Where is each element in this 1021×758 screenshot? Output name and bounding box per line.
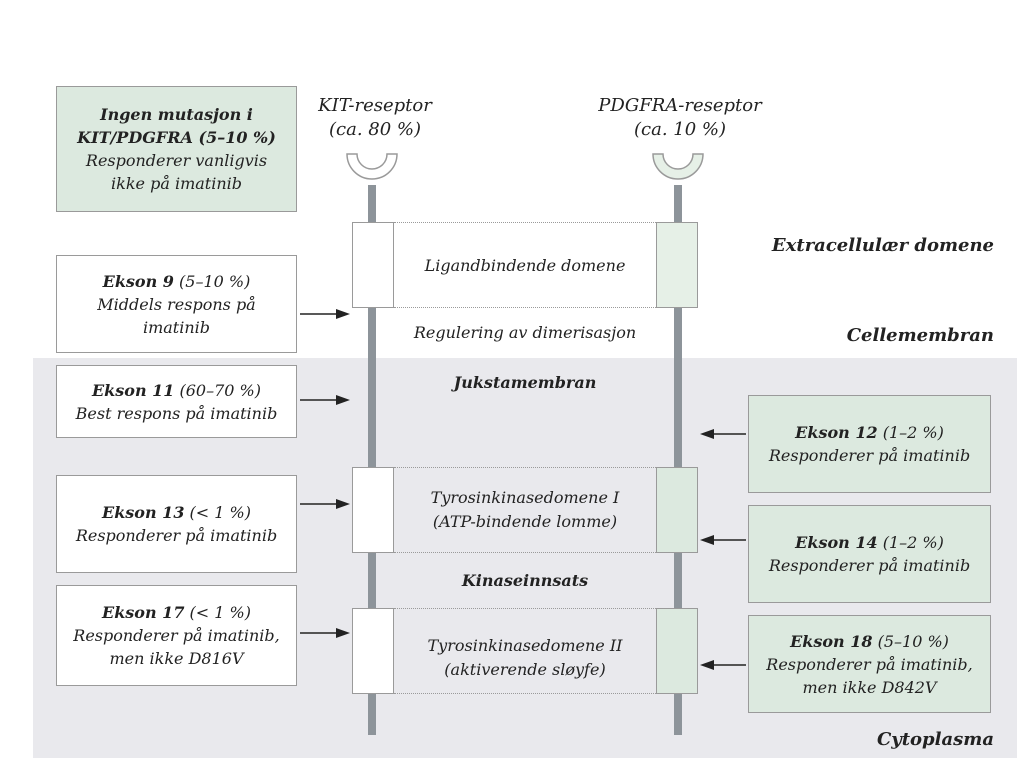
- exon13-pct: (< 1 %): [184, 503, 251, 522]
- exon13-box: Ekson 13 (< 1 %) Responderer på imatinib: [56, 475, 297, 573]
- exon17-line2: Responderer på imatinib,: [73, 626, 280, 645]
- exon11-line2: Best respons på imatinib: [75, 403, 278, 423]
- exon12-title: Ekson 12: [795, 423, 878, 442]
- exon9-line3: imatinib: [142, 317, 211, 337]
- exon17-pct: (< 1 %): [184, 603, 251, 622]
- no-mutation-line4: ikke på imatinib: [111, 174, 242, 193]
- ligand-domain-top-line: [394, 222, 656, 223]
- pdgfra-tk2-domain: [656, 608, 698, 694]
- no-mutation-line3: Responderer vanligvis: [85, 151, 268, 170]
- exon18-line2: Responderer på imatinib,: [766, 654, 973, 674]
- tk1-label-line1: Tyrosinkinasedomene I: [430, 488, 620, 507]
- exon17-box: Ekson 17 (< 1 %) Responderer på imatinib…: [56, 585, 297, 686]
- tk1-top-line: [394, 467, 656, 468]
- exon14-arrow-icon: [700, 535, 746, 545]
- exon14-line2: Responderer på imatinib: [768, 556, 971, 575]
- tk2-label-line2: (aktiverende sløyfe): [444, 660, 606, 679]
- exon9-pct: (5–10 %): [173, 271, 251, 291]
- kit-receptor-stem: [368, 185, 376, 735]
- kit-receptor-label: KIT-reseptor (ca. 80 %): [300, 94, 450, 142]
- dimerisation-label: Regulering av dimerisasjon: [413, 323, 637, 342]
- exon9-line2: Middels respons på: [97, 294, 256, 314]
- exon13-arrow-icon: [300, 499, 350, 509]
- juxtamembrane-label: Jukstamembran: [453, 373, 597, 392]
- exon11-title: Ekson 11: [91, 380, 175, 400]
- pdgfra-receptor-label: PDGFRA-reseptor (ca. 10 %): [595, 94, 765, 142]
- ligand-domain-label: Ligandbindende domene: [424, 256, 626, 275]
- region-membrane: Cellemembran: [846, 325, 994, 346]
- region-cytoplasm: Cytoplasma: [876, 729, 994, 750]
- exon17-line3: men ikke D816V: [109, 649, 244, 668]
- exon17-title: Ekson 17: [102, 603, 185, 622]
- exon18-pct: (5–10 %): [872, 631, 949, 651]
- tk1-bottom-line: [394, 552, 656, 553]
- no-mutation-box: Ingen mutasjon i KIT/PDGFRA (5–10 %) Res…: [56, 86, 297, 212]
- tk2-top-line: [394, 608, 656, 609]
- exon13-line2: Responderer på imatinib: [75, 526, 278, 545]
- ligand-domain-bottom-line: [394, 307, 656, 308]
- exon14-title: Ekson 14: [795, 533, 878, 552]
- exon13-title: Ekson 13: [102, 503, 185, 522]
- region-extracellular: Extracellulær domene: [771, 235, 994, 256]
- exon18-box: Ekson 18 (5–10 %) Responderer på imatini…: [748, 615, 991, 713]
- no-mutation-line1: Ingen mutasjon i: [100, 105, 253, 124]
- exon17-arrow-icon: [300, 628, 350, 638]
- kit-tk2-domain: [352, 608, 394, 694]
- exon18-line3: men ikke D842V: [802, 677, 937, 697]
- exon18-title: Ekson 18: [790, 631, 873, 651]
- exon12-box: Ekson 12 (1–2 %) Responderer på imatinib: [748, 395, 991, 493]
- pdgfra-ligand-domain: [656, 222, 698, 308]
- exon9-box: Ekson 9 (5–10 %) Middels respons på imat…: [56, 255, 297, 353]
- exon12-line2: Responderer på imatinib: [768, 446, 971, 465]
- pdgfra-receptor-name: PDGFRA-reseptor: [598, 95, 762, 116]
- tk1-label-line2: (ATP-bindende lomme): [432, 512, 618, 531]
- kinase-insert-label: Kinaseinnsats: [461, 571, 589, 590]
- kit-receptor-name: KIT-reseptor: [318, 95, 432, 116]
- tk2-bottom-line: [394, 693, 656, 694]
- kit-tk1-domain: [352, 467, 394, 553]
- exon11-arrow-icon: [300, 395, 350, 405]
- kit-ligand-domain: [352, 222, 394, 308]
- exon9-arrow-icon: [300, 309, 350, 319]
- exon12-pct: (1–2 %): [877, 423, 944, 442]
- pdgfra-tk1-domain: [656, 467, 698, 553]
- exon11-box: Ekson 11 (60–70 %) Best respons på imati…: [56, 365, 297, 438]
- exon18-arrow-icon: [700, 660, 746, 670]
- exon14-box: Ekson 14 (1–2 %) Responderer på imatinib: [748, 505, 991, 603]
- tk2-label-line1: Tyrosinkinasedomene II: [427, 636, 623, 655]
- tk1-label: Tyrosinkinasedomene I (ATP-bindende lomm…: [394, 486, 656, 534]
- pdgfra-ligand-cup-icon: [652, 153, 704, 180]
- kit-receptor-share: (ca. 80 %): [328, 119, 422, 140]
- exon11-pct: (60–70 %): [174, 380, 262, 400]
- exon12-arrow-icon: [700, 429, 746, 439]
- no-mutation-line2: KIT/PDGFRA (5–10 %): [77, 128, 276, 147]
- tk2-label: Tyrosinkinasedomene II (aktiverende sløy…: [394, 634, 656, 682]
- exon9-title: Ekson 9: [102, 271, 174, 291]
- kit-ligand-cup-icon: [346, 153, 398, 180]
- exon14-pct: (1–2 %): [877, 533, 944, 552]
- pdgfra-receptor-stem: [674, 185, 682, 735]
- pdgfra-receptor-share: (ca. 10 %): [633, 119, 727, 140]
